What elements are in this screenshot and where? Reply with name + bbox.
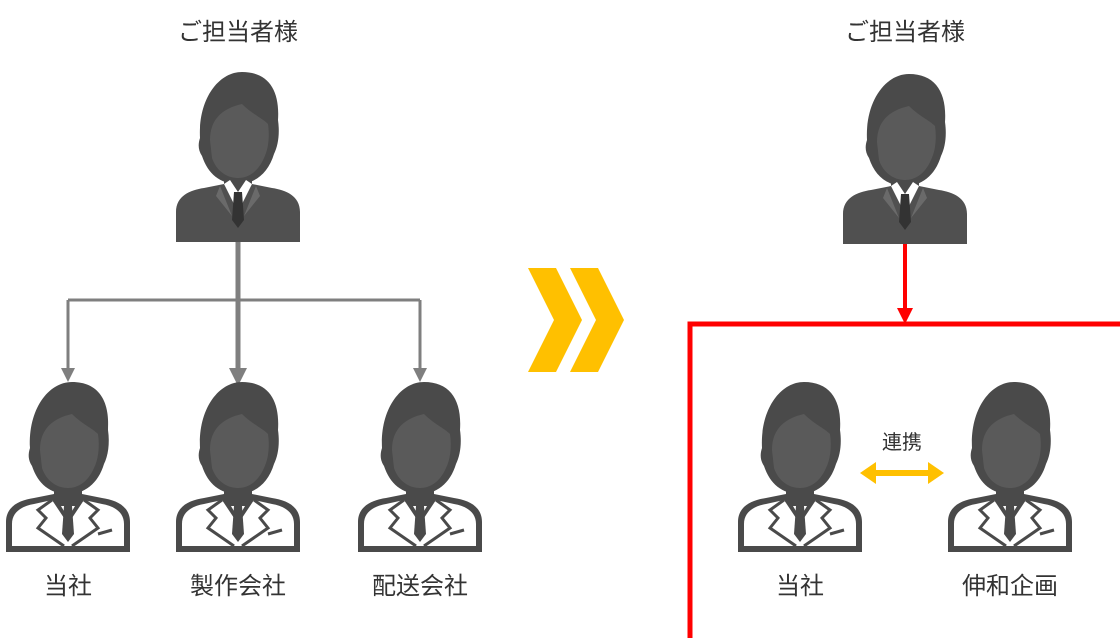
- client-label-right: ご担当者様: [845, 18, 965, 46]
- delivery-company-label: 配送会社: [372, 572, 468, 600]
- arrowhead-icon: [61, 368, 75, 382]
- our-company-label-right: 当社: [776, 572, 824, 600]
- right-hierarchy: [687, 74, 1120, 638]
- arrowhead-icon: [229, 368, 247, 386]
- production-company-label: 製作会社: [190, 572, 286, 600]
- staff-person-icon: [736, 380, 864, 554]
- collaboration-frame: [687, 321, 1120, 638]
- chevron-right-icon: [528, 268, 624, 372]
- staff-person-icon: [946, 380, 1074, 554]
- collaboration-label: 連携: [882, 430, 922, 454]
- arrowhead-icon: [413, 368, 427, 382]
- staff-person-icon: [174, 380, 302, 554]
- staff-person-icon: [4, 380, 132, 554]
- arrowhead-icon: [897, 308, 913, 324]
- staff-person-icon: [356, 380, 484, 554]
- double-arrow-icon: [860, 462, 944, 484]
- shinwa-kikaku-label: 伸和企画: [962, 572, 1058, 600]
- left-hierarchy: [4, 72, 484, 554]
- manager-person-icon: [176, 72, 300, 242]
- client-label-left: ご担当者様: [178, 18, 298, 46]
- manager-person-icon: [843, 74, 967, 244]
- our-company-label-left: 当社: [44, 572, 92, 600]
